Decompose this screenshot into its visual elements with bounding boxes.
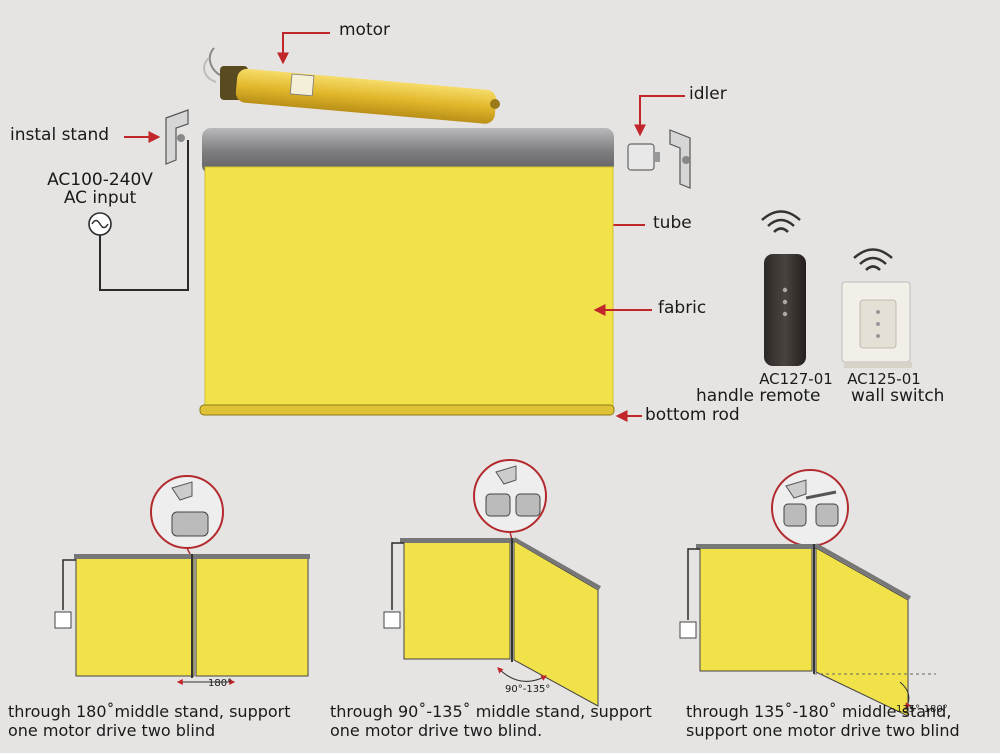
motor-arrow <box>277 32 330 65</box>
bottom-rod-label: bottom rod <box>645 405 740 425</box>
config-135-180-angle: 135°-180° <box>896 704 948 715</box>
remote-model: AC127-01 <box>759 370 833 388</box>
config-180-caption-line1: through 180˚middle stand, support <box>8 702 291 721</box>
ac-wire <box>88 140 189 291</box>
motor-label: motor <box>339 20 391 40</box>
ac-input-text: AC input <box>63 187 137 208</box>
switch-caption: AC125-01 <box>838 370 930 388</box>
idler-label: idler <box>689 84 727 104</box>
idler-bracket <box>669 129 691 189</box>
fabric-label: fabric <box>658 298 707 318</box>
tube-label: tube <box>653 213 692 233</box>
idler-illustration <box>627 143 660 171</box>
instal-stand-bracket <box>165 109 189 165</box>
config-90-135-caption: through 90˚-135˚ middle stand, support o… <box>330 702 652 741</box>
ac-input-label: AC100-240V AC input <box>32 170 168 208</box>
fabric-panel <box>204 166 614 408</box>
config-135-180-caption-line2: support one motor drive two blind <box>686 720 960 740</box>
config-180 <box>54 475 310 685</box>
config-90-135 <box>383 459 601 707</box>
config-135-180-caption: through 135˚-180˚ middle stand, support … <box>686 702 960 741</box>
bottom-rod <box>199 404 615 416</box>
remote-name: handle remote <box>696 386 821 406</box>
config-180-caption: through 180˚middle stand, support one mo… <box>8 702 291 741</box>
config-180-angle: 180° <box>208 678 233 689</box>
remote-caption: AC127-01 <box>750 370 842 388</box>
tube-shape <box>202 128 614 174</box>
config-90-135-caption-line1: through 90˚-135˚ middle stand, support <box>330 702 652 721</box>
switch-model: AC125-01 <box>847 370 921 388</box>
config-90-135-caption-line2: one motor drive two blind. <box>330 720 543 740</box>
motor-illustration <box>203 47 500 124</box>
switch-name: wall switch <box>851 386 945 406</box>
ac-input-voltage: AC100-240V <box>47 170 153 190</box>
instal-stand-label: instal stand <box>10 125 110 145</box>
handle-remote <box>761 210 806 366</box>
config-180-caption-line2: one motor drive two blind <box>8 720 216 740</box>
wall-switch <box>841 248 912 368</box>
config-135-180-caption-line1: through 135˚-180˚ middle stand, <box>686 702 952 721</box>
config-135-180 <box>679 469 936 717</box>
idler-arrow <box>634 95 685 137</box>
config-90-135-angle: 90°-135° <box>505 684 551 695</box>
